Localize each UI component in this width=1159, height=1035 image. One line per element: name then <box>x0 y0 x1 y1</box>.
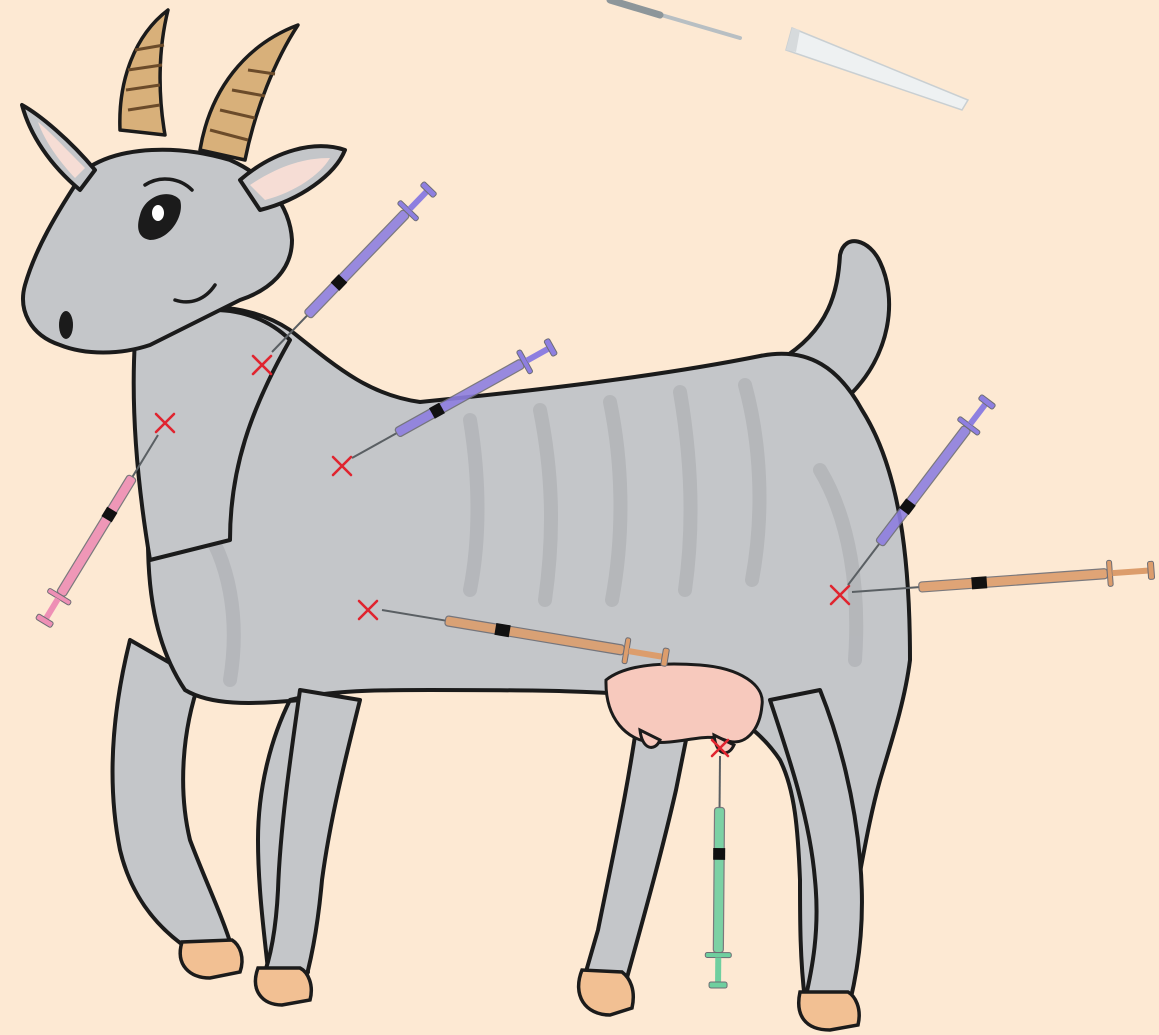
udder <box>606 664 762 743</box>
